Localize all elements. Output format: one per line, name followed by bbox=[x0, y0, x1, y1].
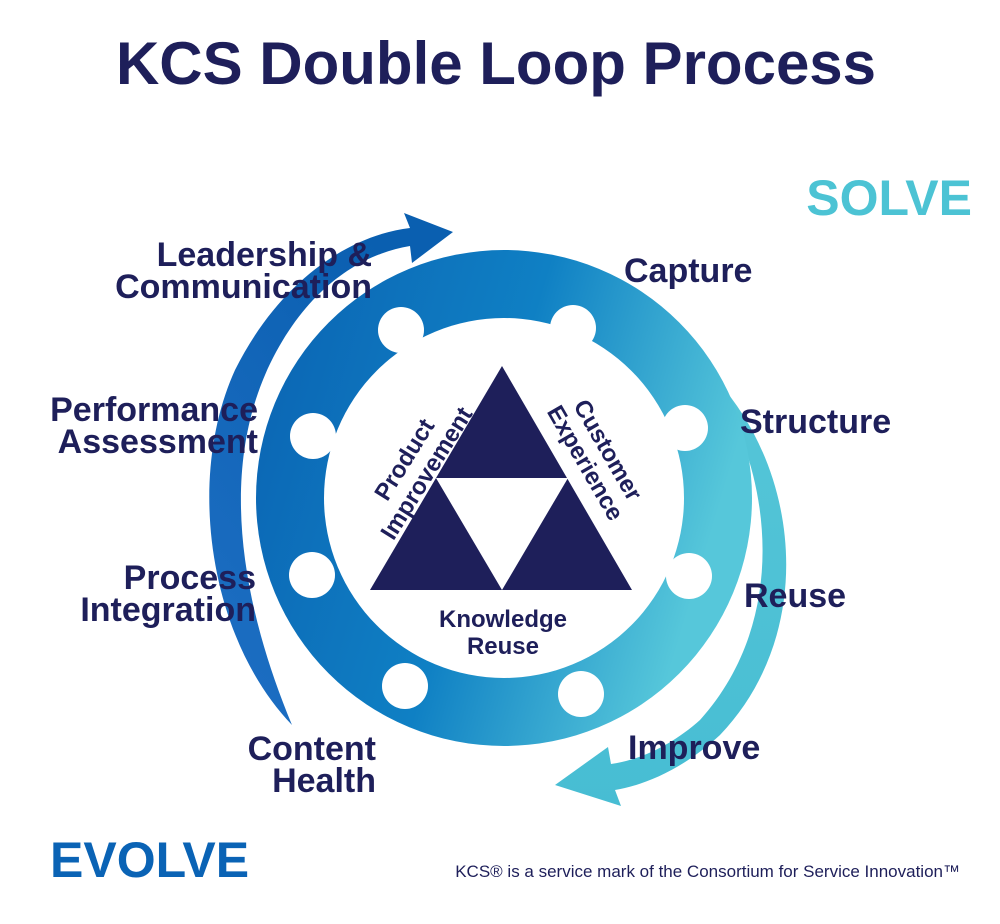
ring-dot bbox=[666, 553, 712, 599]
evolve-step-performance-line2: Assessment bbox=[58, 423, 258, 461]
solve-steps: Capture Structure Reuse Improve bbox=[624, 252, 891, 767]
ring-dots bbox=[289, 305, 712, 717]
solve-step-capture: Capture bbox=[624, 252, 752, 290]
page-title: KCS Double Loop Process bbox=[116, 30, 876, 97]
solve-step-reuse: Reuse bbox=[744, 577, 846, 615]
evolve-step-leadership-line1: Leadership & bbox=[157, 236, 372, 274]
solve-loop-arrow bbox=[555, 368, 787, 806]
ring-dot bbox=[550, 305, 596, 351]
solve-heading: SOLVE bbox=[806, 170, 972, 226]
evolve-step-leadership-line2: Communication bbox=[115, 268, 372, 306]
center-triangle bbox=[370, 366, 632, 590]
triangle-bottom-line2: Reuse bbox=[467, 633, 539, 660]
evolve-steps: Leadership & Communication Performance A… bbox=[50, 236, 376, 800]
evolve-step-process-line2: Integration bbox=[80, 591, 256, 629]
service-mark-footer: KCS® is a service mark of the Consortium… bbox=[455, 862, 960, 881]
evolve-loop-arrow bbox=[209, 213, 453, 725]
ring-dot bbox=[558, 671, 604, 717]
ring-dot bbox=[289, 552, 335, 598]
ring-dot bbox=[378, 307, 424, 353]
solve-step-improve: Improve bbox=[628, 729, 760, 767]
solve-step-structure: Structure bbox=[740, 403, 891, 441]
triangle-bottom-label: Knowledge Reuse bbox=[439, 606, 567, 660]
ring-dot bbox=[290, 413, 336, 459]
triangle-bottom-line1: Knowledge bbox=[439, 606, 567, 633]
evolve-heading: EVOLVE bbox=[50, 832, 249, 888]
evolve-step-process-line1: Process bbox=[124, 559, 256, 597]
ring-dot bbox=[382, 663, 428, 709]
evolve-step-content-line2: Health bbox=[272, 762, 376, 800]
ring-dot bbox=[662, 405, 708, 451]
evolve-step-content-line1: Content bbox=[248, 730, 376, 768]
evolve-step-performance-line1: Performance bbox=[50, 391, 258, 429]
